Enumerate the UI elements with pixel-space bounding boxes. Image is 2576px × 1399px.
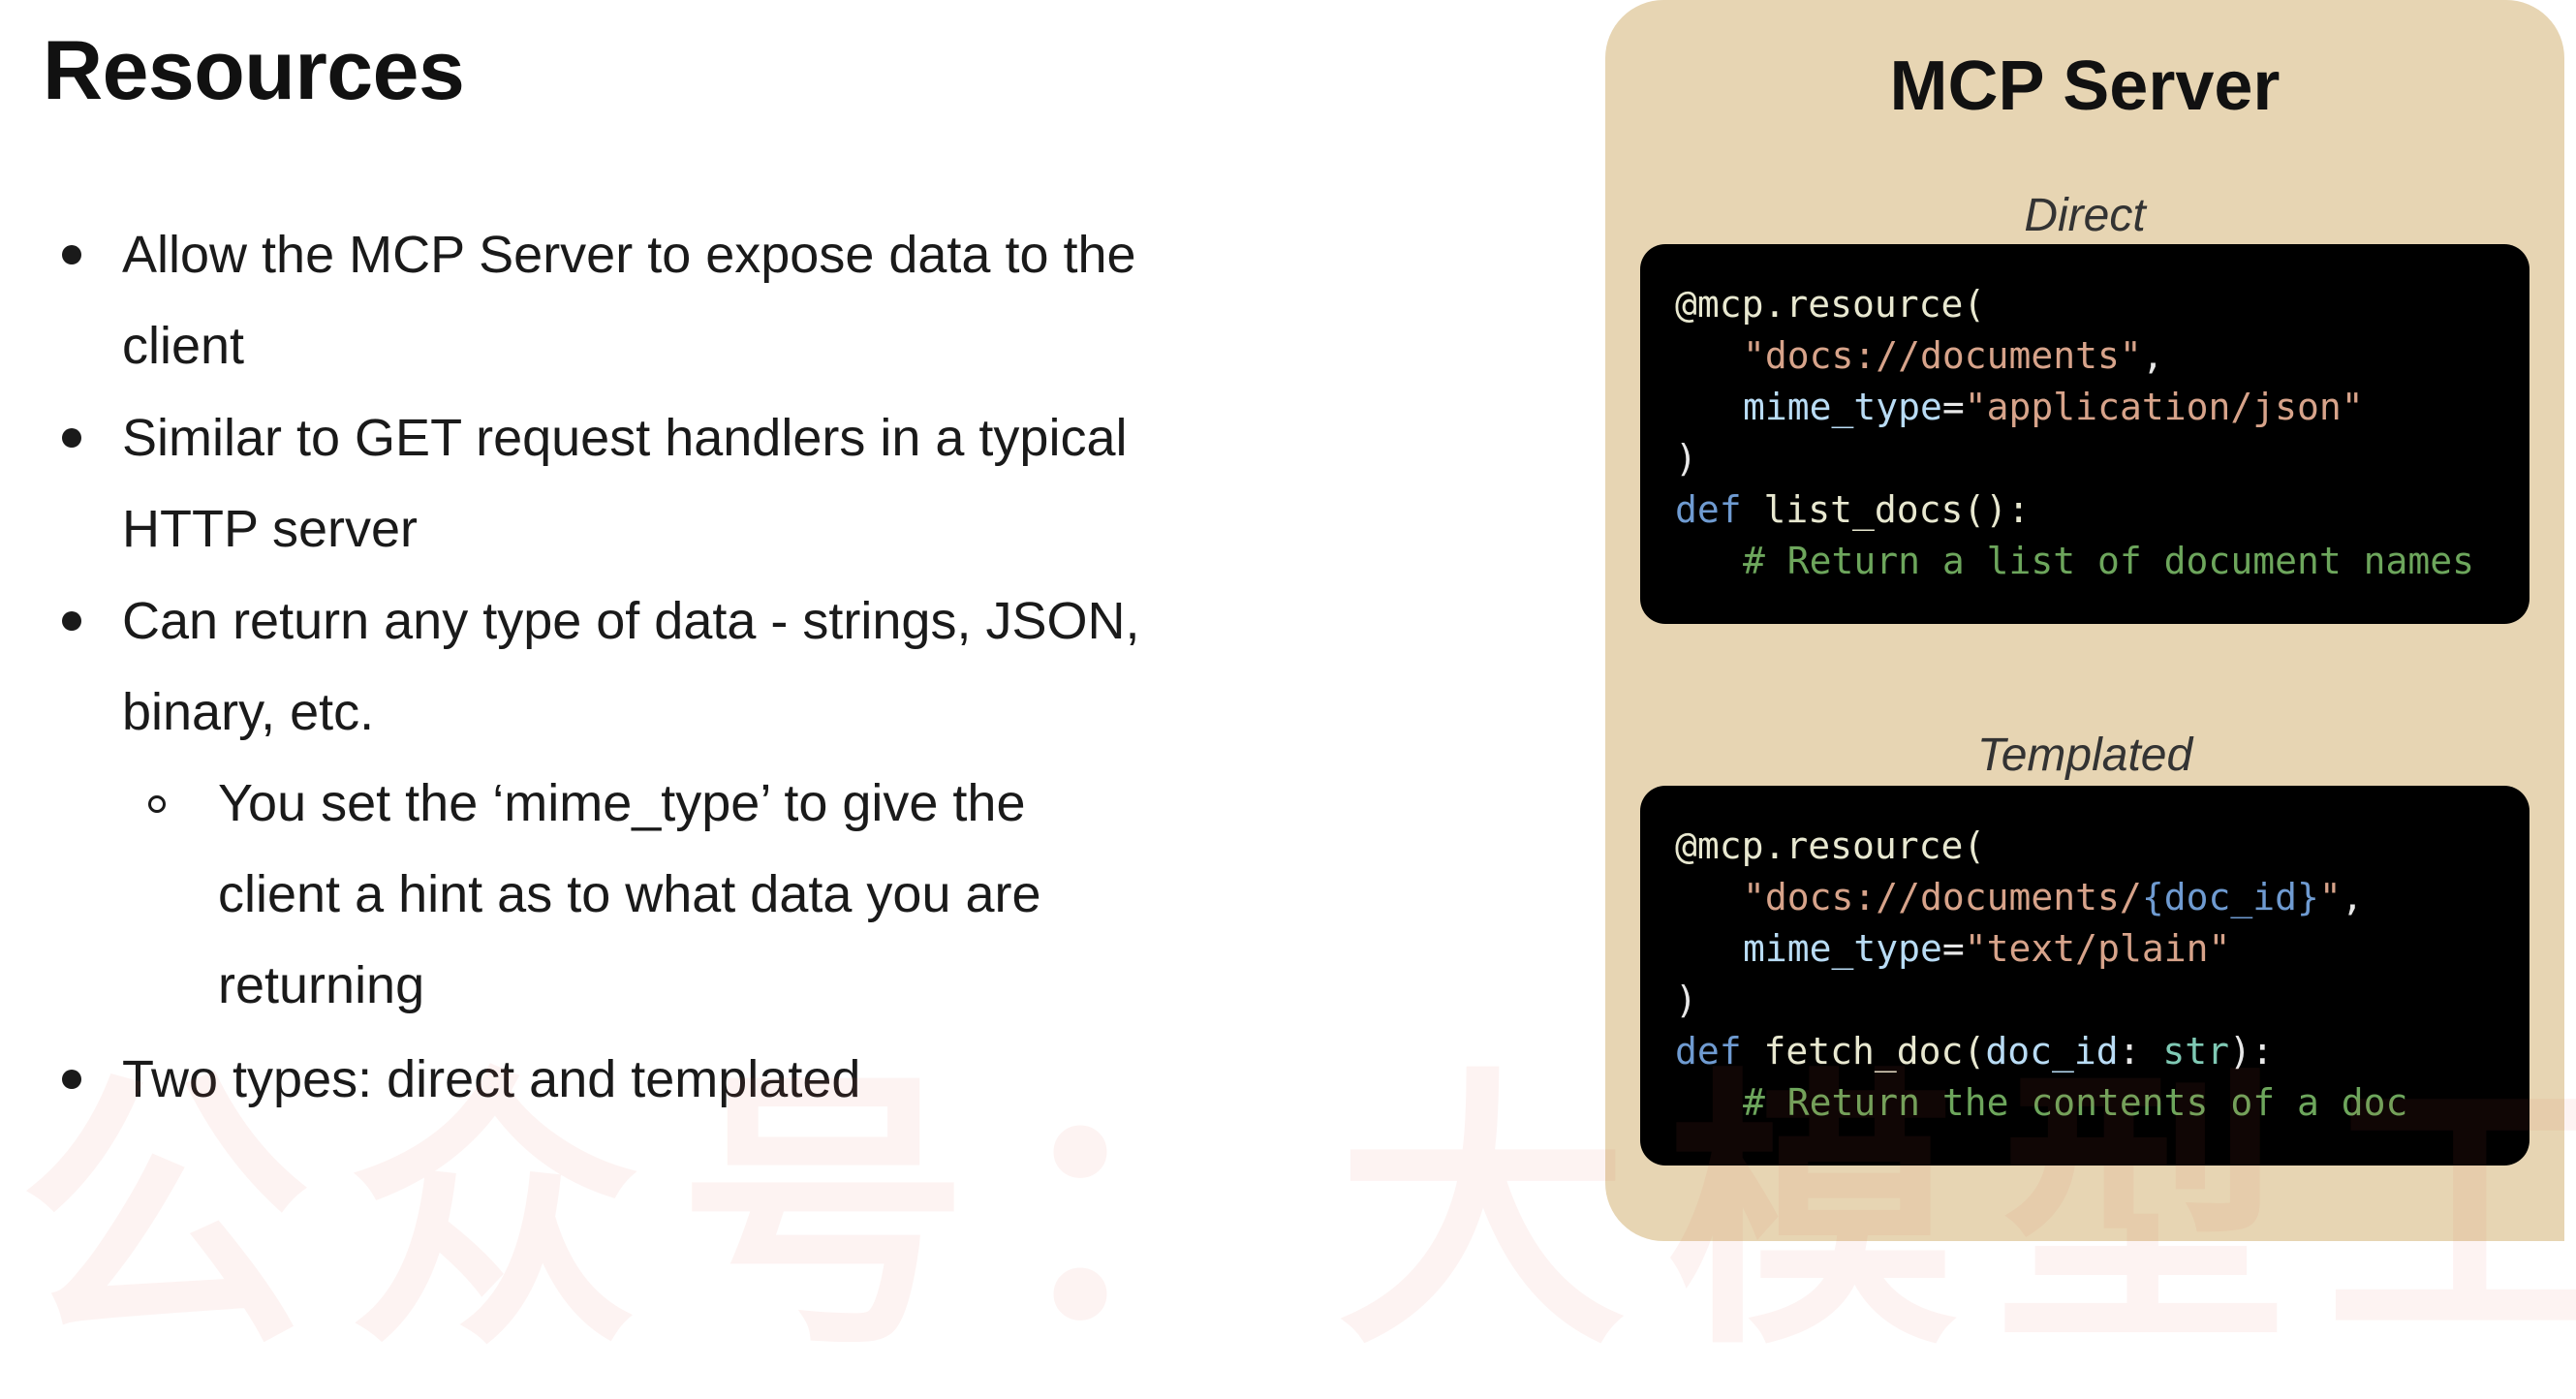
mcp-server-panel: MCP Server Direct @mcp.resource( "docs:/… <box>1605 0 2564 1241</box>
bullet-4-line-1: Two types: direct and templated <box>122 1050 861 1108</box>
code-line: ) <box>1675 433 2529 484</box>
code-keyword: def <box>1675 488 1742 531</box>
code-keyword: def <box>1675 1030 1742 1073</box>
code-line: def list_docs(): <box>1675 484 2529 536</box>
code-punct: = <box>1941 386 1965 428</box>
code-line: mime_type="text/plain" <box>1675 923 2529 975</box>
code-param: mime_type <box>1743 927 1942 970</box>
code-comment: # Return the contents of a doc <box>1743 1081 2408 1124</box>
bullet-3-line-1: Can return any type of data - strings, J… <box>122 592 1140 650</box>
code-line: ) <box>1675 975 2529 1026</box>
code-line: @mcp.resource( <box>1675 821 2529 872</box>
slide: Resources Allow the MCP Server to expose… <box>19 0 2576 1377</box>
code-line: @mcp.resource( <box>1675 279 2529 330</box>
code-param: doc_id <box>1985 1030 2119 1073</box>
code-string: " <box>2318 876 2342 918</box>
sub-bullet-line-2: client a hint as to what data you are <box>218 865 1041 923</box>
code-punct: ) <box>1675 979 1697 1021</box>
bullet-dot <box>62 1070 81 1089</box>
code-function: list_docs(): <box>1763 488 2031 531</box>
code-punct: , <box>2141 334 2164 377</box>
bullet-1-line-1: Allow the MCP Server to expose data to t… <box>122 226 1136 284</box>
code-punct: , <box>2341 876 2364 918</box>
code-line: # Return the contents of a doc <box>1675 1077 2529 1129</box>
code-comment: # Return a list of document names <box>1743 540 2474 582</box>
code-function: fetch_doc( <box>1763 1030 1986 1073</box>
sub-bullet-line-1: You set the ‘mime_type’ to give the <box>218 774 1026 832</box>
code-line: mime_type="application/json" <box>1675 382 2529 433</box>
bullet-2-line-1: Similar to GET request handlers in a typ… <box>122 409 1128 467</box>
code-punct: ) <box>1675 437 1697 480</box>
code-param: mime_type <box>1743 386 1942 428</box>
direct-code-block: @mcp.resource( "docs://documents", mime_… <box>1640 244 2529 624</box>
sub-bullet-line-3: returning <box>218 956 425 1014</box>
code-line: def fetch_doc(doc_id: str): <box>1675 1026 2529 1077</box>
code-string: "docs://documents/ <box>1743 876 2142 918</box>
bullet-dot <box>62 245 81 264</box>
templated-code-block: @mcp.resource( "docs://documents/{doc_id… <box>1640 786 2529 1166</box>
code-string: "text/plain" <box>1964 927 2231 970</box>
code-line: "docs://documents/{doc_id}", <box>1675 872 2529 923</box>
code-decorator: @mcp.resource( <box>1675 824 1986 867</box>
code-punct: ): <box>2229 1030 2274 1073</box>
slide-title: Resources <box>43 24 465 117</box>
code-punct: : <box>2118 1030 2163 1073</box>
sub-bullet-circle <box>148 795 166 813</box>
code-punct: = <box>1941 927 1965 970</box>
bullet-dot <box>62 428 81 448</box>
bullet-dot <box>62 611 81 631</box>
code-placeholder: {doc_id} <box>2141 876 2319 918</box>
code-line: "docs://documents", <box>1675 330 2529 382</box>
bullet-3-line-2: binary, etc. <box>122 683 375 741</box>
code-decorator: @mcp.resource( <box>1675 283 1986 326</box>
code-string: "docs://documents" <box>1743 334 2142 377</box>
direct-label: Direct <box>2024 190 2146 241</box>
code-string: "application/json" <box>1964 386 2364 428</box>
code-type: str <box>2162 1030 2229 1073</box>
templated-label: Templated <box>1976 730 2193 781</box>
code-line: # Return a list of document names <box>1675 536 2529 587</box>
panel-title: MCP Server <box>1889 47 2281 125</box>
bullet-1-line-2: client <box>122 317 245 375</box>
bullet-2-line-2: HTTP server <box>122 500 419 558</box>
